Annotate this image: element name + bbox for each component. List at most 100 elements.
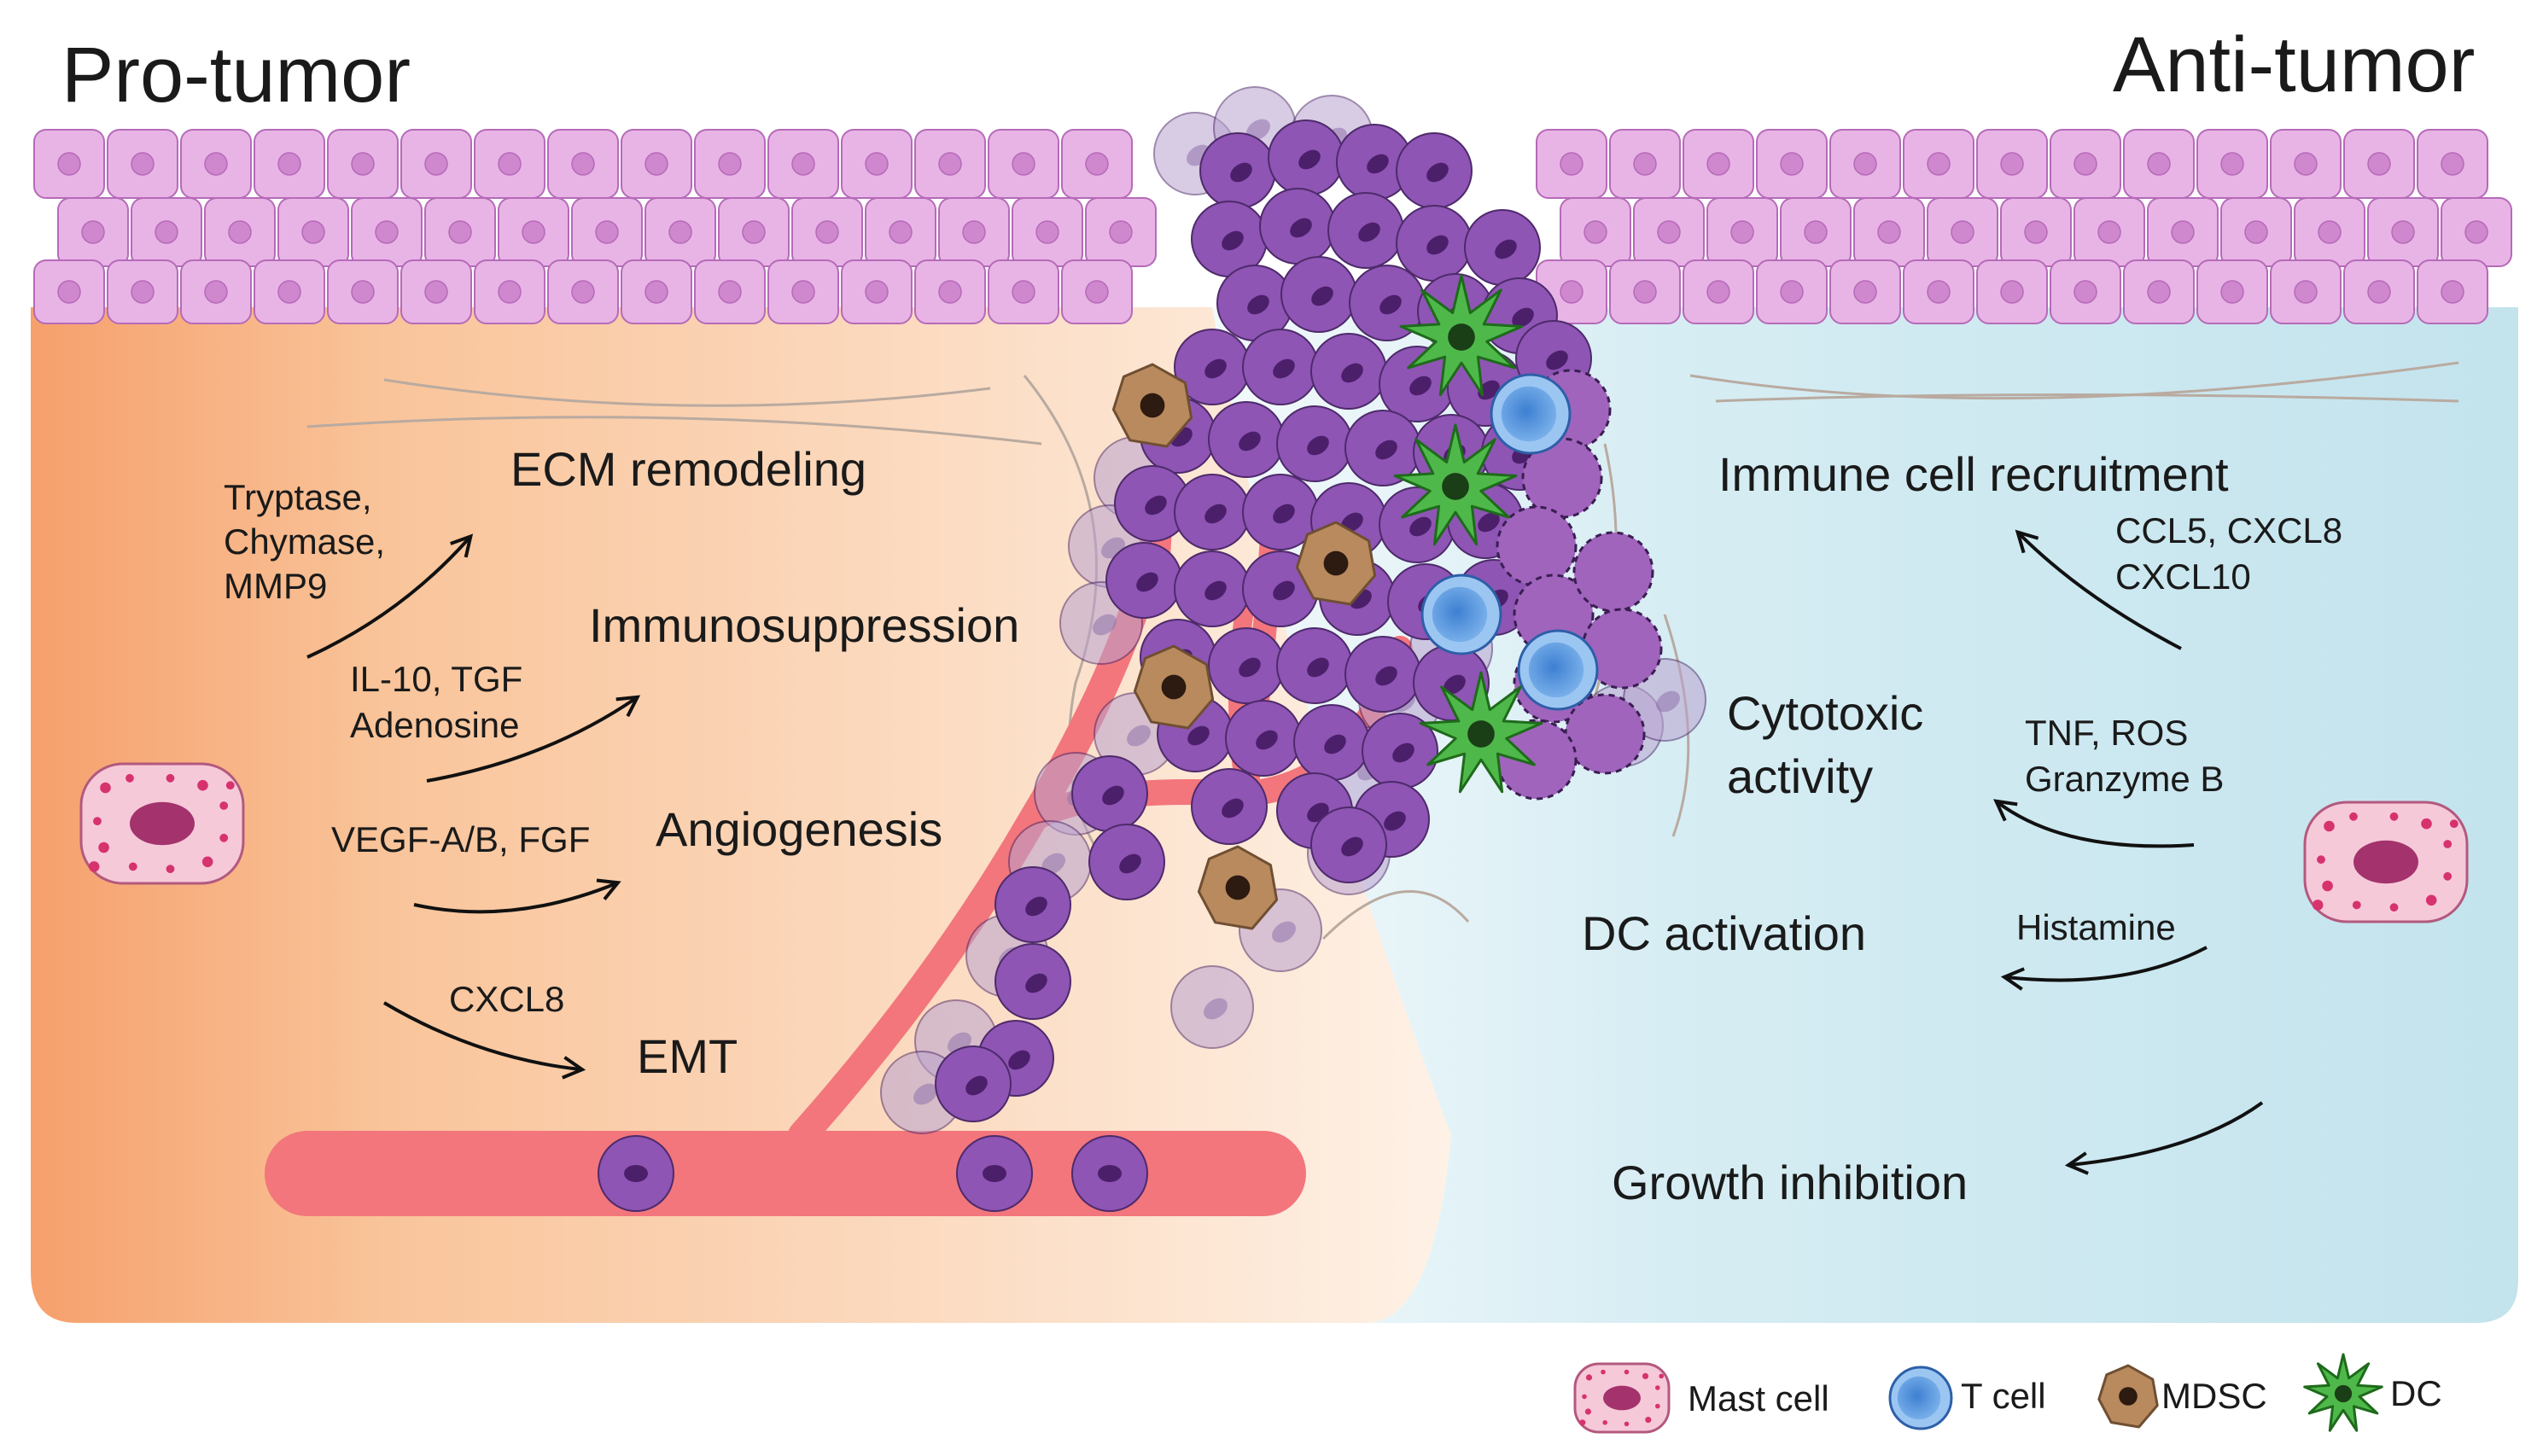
epithelial-cell <box>938 197 1010 267</box>
mast-cells <box>79 762 2469 923</box>
tumor-cell <box>1225 700 1302 777</box>
mdsc-cell <box>1295 521 1377 606</box>
epithelial-cell <box>131 197 202 267</box>
tumor-cell <box>1208 627 1285 704</box>
tumor-cell <box>1174 474 1251 550</box>
epithelial-cell <box>400 129 472 199</box>
epithelial-cell <box>1853 197 1925 267</box>
tumor-cell <box>1293 704 1370 781</box>
epithelial-cell <box>841 259 913 324</box>
mediator-chymase: Chymase, <box>224 521 386 562</box>
arrow-cytotoxic <box>1993 799 2195 848</box>
epithelium-layer <box>33 129 2512 324</box>
tumor-mass <box>598 86 1706 1212</box>
circulating-tumor-cell <box>598 1135 674 1212</box>
epithelial-cell <box>1633 197 1705 267</box>
mediator-histamine: Histamine <box>2016 907 2176 947</box>
epithelial-cell <box>694 129 766 199</box>
dendritic-cell <box>1399 274 1524 397</box>
mediator-cxcl10: CXCL10 <box>2115 556 2251 597</box>
effect-dc-activation: DC activation <box>1582 906 1867 960</box>
epithelial-cell <box>351 197 423 267</box>
mediator-il10-tgf: IL-10, TGF <box>350 659 523 699</box>
tumor-cell <box>1327 192 1404 269</box>
epithelial-cell <box>571 197 643 267</box>
epithelial-cell <box>2123 129 2195 199</box>
epithelial-cell <box>988 129 1059 199</box>
tumor-cell <box>994 866 1071 943</box>
epithelial-cell <box>254 129 325 199</box>
epithelial-cell <box>2441 197 2512 267</box>
tumor-cell <box>1276 627 1353 704</box>
epithelial-cell <box>1683 129 1754 199</box>
epithelial-cell <box>841 129 913 199</box>
effect-cytotoxic-line2: activity <box>1727 749 1874 803</box>
legend-mast-cell-label: Mast cell <box>1688 1378 1829 1418</box>
epithelial-cell <box>1780 197 1852 267</box>
epithelial-cell <box>621 129 692 199</box>
epithelial-cell <box>2417 259 2488 324</box>
anti-tumor-title: Anti-tumor <box>2113 21 2476 108</box>
tumor-cell <box>1071 755 1148 832</box>
mast-cell <box>79 762 245 885</box>
arrow-immunosuppression <box>426 695 641 783</box>
epithelial-cell <box>2147 197 2219 267</box>
mediator-cxcl8: CXCL8 <box>449 979 565 1019</box>
epithelial-cell <box>1560 197 1631 267</box>
epithelial-cell <box>914 129 986 199</box>
epithelial-cell <box>2123 259 2195 324</box>
tumor-cell <box>1344 410 1421 486</box>
tumor-cell <box>1280 256 1357 333</box>
pro-tumor-title: Pro-tumor <box>61 32 411 119</box>
epithelial-cell <box>767 129 839 199</box>
tumor-cell <box>1242 329 1319 405</box>
dying-tumor-cell <box>1564 693 1646 775</box>
epithelial-cell <box>1903 259 1974 324</box>
epithelial-cell <box>865 197 936 267</box>
epithelial-cell <box>327 129 399 199</box>
epithelial-cell <box>400 259 472 324</box>
epithelial-cell <box>1706 197 1778 267</box>
mdsc-cell <box>2097 1364 2159 1429</box>
epithelial-cell <box>1927 197 1998 267</box>
arrow-dc-activation <box>2000 946 2208 991</box>
epithelial-cell <box>621 259 692 324</box>
epithelial-cell <box>33 259 105 324</box>
tumor-cell <box>994 943 1071 1020</box>
epithelial-cell <box>988 259 1059 324</box>
dying-tumor-cell <box>1496 505 1578 587</box>
tumor-cell <box>1191 768 1268 845</box>
epithelial-cell <box>2196 259 2268 324</box>
mediator-tnf-ros: TNF, ROS <box>2025 713 2189 753</box>
effect-cytotoxic-line1: Cytotoxic <box>1727 686 1924 740</box>
epithelial-cell <box>1536 129 1607 199</box>
tumor-cell <box>1170 965 1254 1049</box>
tumor-cell <box>1310 807 1387 883</box>
mediator-tryptase: Tryptase, <box>224 477 372 517</box>
legend-t-cell-label: T cell <box>1961 1376 2046 1416</box>
epithelial-cell <box>107 259 178 324</box>
epithelial-cell <box>474 259 545 324</box>
epithelial-cell <box>2073 197 2145 267</box>
mdsc-cell <box>1111 363 1193 448</box>
epithelial-cell <box>547 259 619 324</box>
tumor-cell <box>1396 205 1473 282</box>
epithelial-cell <box>1609 129 1681 199</box>
epithelial-cell <box>1829 259 1901 324</box>
epithelial-cell <box>2220 197 2292 267</box>
epithelial-cell <box>424 197 496 267</box>
epithelial-cell <box>204 197 276 267</box>
tumor-cell <box>1105 542 1182 619</box>
effect-ecm-remodeling: ECM remodeling <box>510 442 867 496</box>
epithelial-cell <box>644 197 716 267</box>
epithelial-cell <box>180 129 252 199</box>
arrow-growth <box>2064 1101 2264 1175</box>
mdsc-cell <box>1197 845 1279 930</box>
dendritic-cell <box>1419 671 1543 794</box>
arrow-recruitment <box>2015 529 2182 650</box>
tumor-cell <box>1344 636 1421 713</box>
legend-icons <box>1573 1353 2383 1434</box>
epithelial-cell <box>1609 259 1681 324</box>
dendritic-cell <box>1393 423 1518 546</box>
effect-growth-inhibition: Growth inhibition <box>1612 1156 1968 1209</box>
